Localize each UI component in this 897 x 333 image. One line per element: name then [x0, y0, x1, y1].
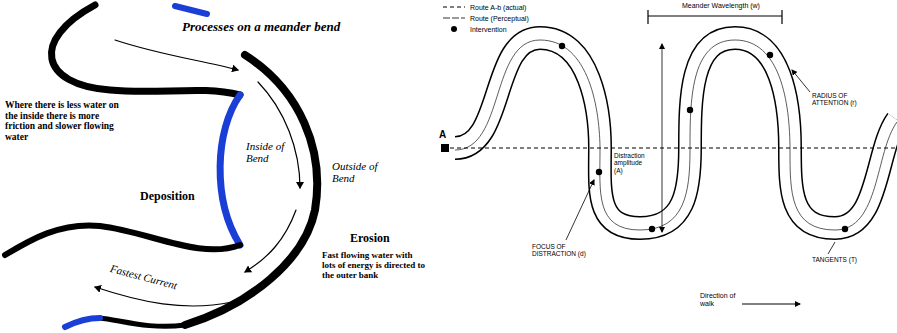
walk-meander — [441, 10, 897, 304]
direction-label: Direction of walk — [700, 292, 740, 308]
legend-text: Intervention — [470, 26, 507, 33]
bend-label: Inside of Bend — [246, 140, 296, 165]
diagram-title: Processes on a meander bend — [182, 20, 340, 35]
legend-sample — [442, 3, 466, 11]
note-text: Fast flowing water with lots of energy i… — [322, 250, 426, 280]
callout-label: TANGENTS (T) — [812, 256, 857, 263]
process-label: Erosion — [350, 232, 390, 245]
process-label: Deposition — [140, 190, 195, 203]
legend-sample — [442, 25, 466, 33]
callout-label: RADIUS OF ATTENTION (r) — [812, 92, 862, 107]
legend-sample — [442, 14, 466, 22]
point-label: A — [439, 129, 446, 140]
legend-row: Route (Perceptual) — [442, 14, 529, 22]
current-label: Fastest Current — [109, 262, 179, 292]
legend-row: Route A-b (actual) — [442, 3, 526, 11]
legend-row: Intervention — [442, 25, 507, 33]
note-text: Where there is less water on the inside … — [5, 100, 123, 143]
legend-text: Route A-b (actual) — [470, 4, 526, 11]
legend-text: Route (Perceptual) — [470, 15, 529, 22]
dimension-label: Meander Wavelength (w) — [682, 2, 760, 10]
meander-bend — [5, 5, 317, 327]
callout-label: FOCUS OF DISTRACTION (d) — [532, 243, 594, 258]
callout-label: Distraction amplitude (A) — [614, 152, 650, 174]
bend-label: Outside of Bend — [332, 160, 392, 185]
